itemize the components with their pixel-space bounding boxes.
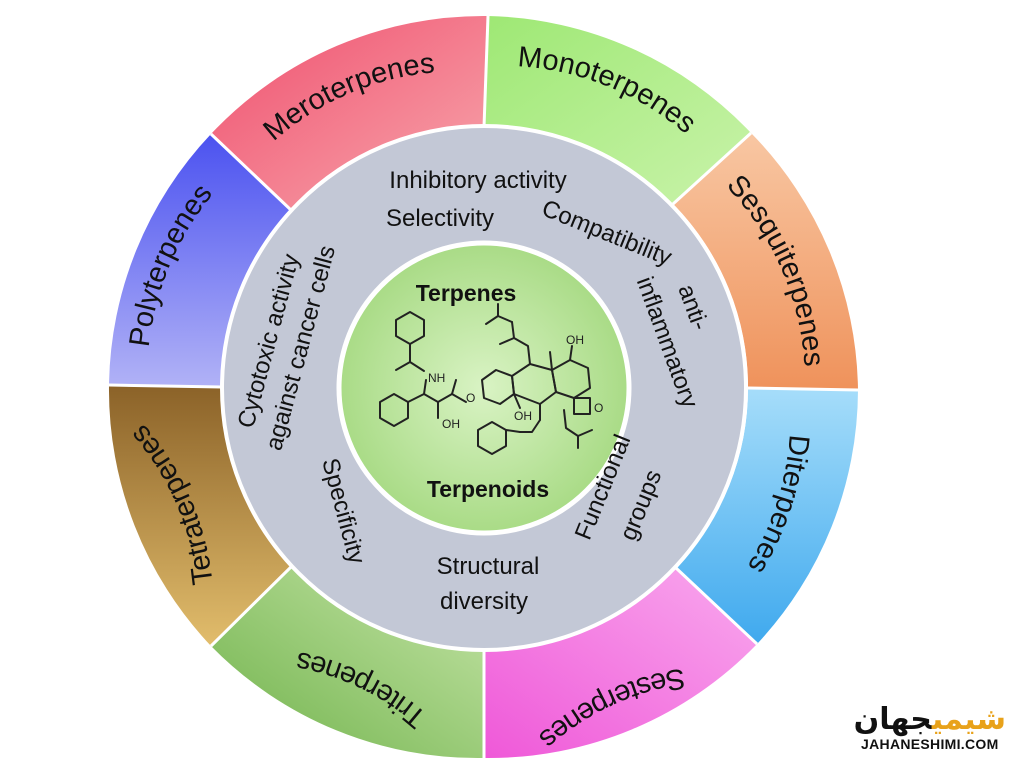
label-structural: Structural [437, 553, 540, 580]
segment-sesquiterpenes [673, 133, 858, 390]
segment-sesterpenes [484, 568, 757, 759]
watermark-logo-accent: شیمی [931, 702, 1006, 737]
segment-diterpenes [676, 388, 858, 644]
center-title-terpenes: Terpenes [416, 280, 517, 306]
center-title-terpenoids: Terpenoids [427, 476, 549, 502]
watermark-logo-main: جهان [853, 702, 932, 737]
atom-o-ring: O [594, 401, 603, 415]
segment-polyterpenes [109, 134, 292, 387]
oxetane-ring [573, 397, 591, 415]
benzene-ring-bottom [477, 421, 507, 455]
watermark-url: JAHANESHIMI.COM [861, 736, 999, 752]
segment-triterpenes [211, 566, 484, 759]
atom-oh-top: OH [566, 333, 584, 347]
atom-oh-left: OH [442, 417, 460, 431]
segment-meroterpenes [211, 15, 488, 211]
molecule-structure: NH OH OH OH O O [379, 303, 603, 455]
label-selectivity: Selectivity [386, 205, 494, 232]
watermark-logo-text: شیمیجهان [854, 704, 1006, 736]
segment-tetraterpenes [108, 385, 292, 646]
segment-monoterpenes [484, 16, 751, 204]
atom-nh: NH [428, 371, 445, 385]
benzene-ring-top [395, 311, 425, 345]
center-disc [336, 240, 632, 536]
atom-oh-mid: OH [514, 409, 532, 423]
atom-o-ester: O [466, 391, 475, 405]
label-inhibitory-activity: Inhibitory activity [389, 167, 566, 194]
segment-separators [108, 15, 859, 758]
benzene-ring-left [379, 393, 409, 427]
watermark-logo: شیمیجهان JAHANESHIMI.COM [854, 704, 1006, 753]
label-diversity: diversity [440, 588, 528, 615]
